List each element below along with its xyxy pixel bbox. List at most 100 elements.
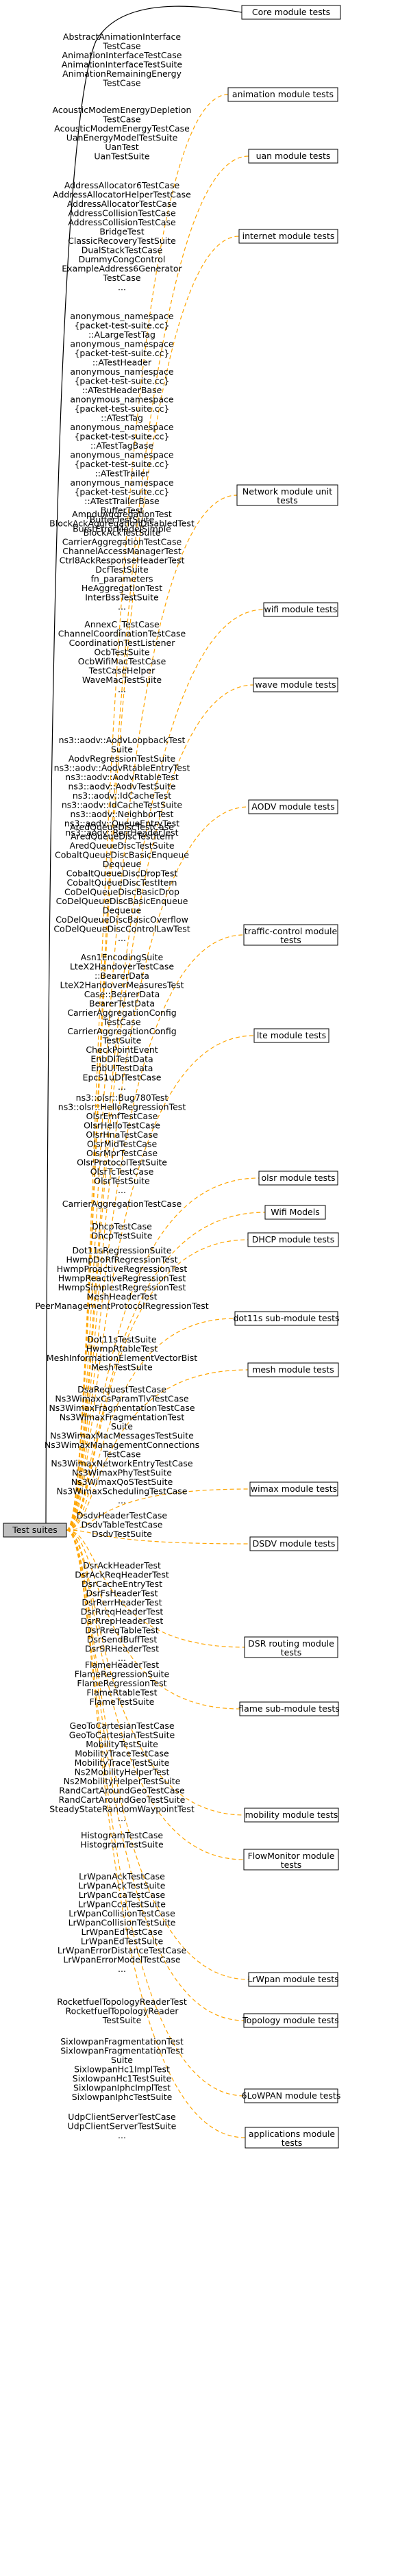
test-case-label: anonymous_namespace bbox=[70, 311, 173, 321]
node-wifi[interactable]: wifi module tests bbox=[263, 602, 338, 617]
test-case-label: LrWpanEdTestCase bbox=[81, 1927, 162, 1937]
test-case-label: BufferTestSuite bbox=[90, 514, 155, 525]
test-case-label: LrWpanCcaTestCase bbox=[79, 1890, 166, 1900]
node-mesh[interactable]: mesh module tests bbox=[247, 1362, 339, 1377]
node-mobility[interactable]: mobility module tests bbox=[244, 1808, 339, 1823]
test-case-label: Suite bbox=[111, 745, 133, 755]
node-dhcp[interactable]: DHCP module tests bbox=[247, 1232, 339, 1247]
test-case-label: ns3::aodv::AodvLoopbackTest bbox=[59, 735, 186, 745]
test-case-label: TestCase bbox=[102, 41, 141, 51]
test-case-label: ::ALargeTestTag bbox=[88, 329, 155, 340]
test-case-label: CobaltQueueDiscDropTest bbox=[66, 868, 178, 879]
test-case-label: OlsrMidTestCase bbox=[87, 1139, 158, 1149]
node-olsr[interactable]: olsr module tests bbox=[258, 1171, 338, 1186]
test-case-label: ns3::aodv::AodvRtableTest bbox=[65, 772, 179, 782]
node-aodv[interactable]: AODV module tests bbox=[248, 799, 338, 814]
test-case-lists: AbstractAnimationInterfaceTestCaseAnimat… bbox=[35, 32, 208, 2140]
node-uan[interactable]: uan module tests bbox=[248, 149, 338, 164]
test-case-label: AodvRegressionTestSuite bbox=[68, 753, 176, 764]
edge-dsr bbox=[66, 1529, 245, 1648]
node-label-wifimodels: Wifi Models bbox=[271, 1207, 319, 1217]
edge-uan bbox=[66, 155, 249, 1531]
test-case-label: DhcpTestSuite bbox=[92, 1231, 153, 1241]
node-label-mesh: mesh module tests bbox=[252, 1364, 334, 1375]
test-case-label: BlockAckAggregationDisabledTest bbox=[49, 518, 195, 529]
test-case-label: FlameRegressionSuite bbox=[75, 1669, 170, 1679]
test-case-label: anonymous_namespace bbox=[70, 422, 173, 432]
test-case-label: HwmpRtableTest bbox=[86, 1344, 158, 1354]
test-case-label: ... bbox=[118, 1495, 126, 1505]
edge-wave bbox=[66, 684, 254, 1531]
test-case-label: CobaltQueueDiscBasicEnqueue bbox=[55, 850, 189, 860]
edge-core bbox=[45, 5, 242, 1524]
test-case-label: DcfTestSuite bbox=[95, 564, 149, 575]
test-case-label: ... bbox=[118, 933, 126, 943]
test-case-label: ... bbox=[118, 837, 126, 847]
edge-mesh bbox=[66, 1369, 249, 1531]
node-dot11s[interactable]: dot11s sub-module tests bbox=[233, 1311, 340, 1326]
node-lte[interactable]: lte module tests bbox=[253, 1028, 329, 1043]
test-case-label: ns3::olsr::Bug780Test bbox=[76, 1092, 169, 1103]
node-label-flowmon: tests bbox=[281, 1860, 302, 1870]
node-label-core: Core module tests bbox=[252, 7, 330, 17]
node-sixlowpan[interactable]: 6LoWPAN module tests bbox=[242, 2088, 341, 2103]
test-case-label: Ns3WimaxFragmentationTest bbox=[60, 1412, 185, 1423]
root-node-test-suites[interactable]: Test suites bbox=[3, 1523, 67, 1538]
test-case-label: HwmpSimplestRegressionTest bbox=[58, 1282, 186, 1292]
test-case-label: SixlowpanHc1TestSuite bbox=[73, 2073, 172, 2084]
node-label-flame: flame sub-module tests bbox=[238, 1703, 340, 1714]
node-flame[interactable]: flame sub-module tests bbox=[238, 1701, 340, 1716]
test-case-label: AcousticModemEnergyTestCase bbox=[54, 123, 190, 134]
edge-olsr bbox=[66, 1177, 260, 1531]
node-core[interactable]: Core module tests bbox=[241, 5, 341, 20]
test-case-label: SixlowpanHc1ImplTest bbox=[74, 2064, 170, 2075]
node-label-topology: Topology module tests bbox=[242, 2015, 339, 2025]
node-dsdv[interactable]: DSDV module tests bbox=[249, 1536, 338, 1551]
node-wave[interactable]: wave module tests bbox=[253, 677, 338, 692]
test-case-label: AddressAllocator6TestCase bbox=[64, 180, 180, 190]
test-case-label: DsrFsHeaderTest bbox=[86, 1588, 158, 1599]
edge-traffic bbox=[66, 934, 245, 1531]
test-case-label: ... bbox=[118, 1081, 126, 1092]
node-internet[interactable]: internet module tests bbox=[238, 229, 338, 244]
test-case-label: AnnexC_TestCase bbox=[84, 619, 160, 629]
test-case-label: ... bbox=[118, 601, 126, 612]
test-case-label: ChannelCoordinationTestCase bbox=[58, 629, 186, 639]
node-lrwpan[interactable]: LrWpan module tests bbox=[247, 1972, 339, 1987]
test-case-label: ::ATestTrailerBase bbox=[84, 496, 160, 506]
test-case-label: LrWpanAckTestCase bbox=[79, 1871, 165, 1881]
node-label-dhcp: DHCP module tests bbox=[252, 1234, 335, 1245]
node-topology[interactable]: Topology module tests bbox=[242, 2013, 339, 2028]
test-case-label: DsrAckReqHeaderTest bbox=[75, 1570, 169, 1580]
test-case-label: LrWpanCcaTestSuite bbox=[78, 1899, 166, 1910]
test-case-label: Ns3WimaxPhyTestSuite bbox=[72, 1468, 172, 1478]
test-case-label: TestCaseHelper bbox=[88, 666, 155, 676]
test-case-label: Dequeue bbox=[103, 859, 142, 869]
edge-internet bbox=[66, 236, 240, 1531]
test-case-label: DsrCacheEntryTest bbox=[82, 1579, 162, 1589]
test-case-label: AredQueueDiscTestSuite bbox=[69, 840, 174, 851]
test-case-label: Ctrl8AckResponseHeaderTest bbox=[60, 555, 185, 566]
test-case-label: AnimationRemainingEnergy bbox=[62, 68, 182, 79]
node-wifimodels[interactable]: Wifi Models bbox=[264, 1205, 326, 1220]
test-case-label: LrWpanAckTestSuite bbox=[79, 1881, 166, 1891]
test-case-label: AddressCollisionTestCase bbox=[68, 208, 176, 218]
test-case-label: ... bbox=[118, 2130, 126, 2140]
node-label-dsr: DSR routing module bbox=[248, 1638, 334, 1649]
test-case-label: AddressCollisionTestCase bbox=[68, 217, 176, 227]
test-case-label: UanEnergyModelTestSuite bbox=[66, 133, 178, 143]
edge-lrwpan bbox=[66, 1529, 249, 1980]
test-case-label: ns3::aodv::NeighborTest bbox=[71, 809, 174, 819]
test-case-label: UanTest bbox=[105, 142, 138, 152]
test-case-label: CoDelQueueDiscBasicEnqueue bbox=[56, 896, 188, 906]
test-case-label: TestCase bbox=[102, 114, 141, 125]
test-case-label: anonymous_namespace bbox=[70, 477, 173, 488]
node-wimax[interactable]: wimax module tests bbox=[249, 1481, 338, 1497]
test-case-label: {packet-test-suite.cc} bbox=[74, 403, 169, 414]
node-animation[interactable]: animation module tests bbox=[227, 87, 338, 102]
